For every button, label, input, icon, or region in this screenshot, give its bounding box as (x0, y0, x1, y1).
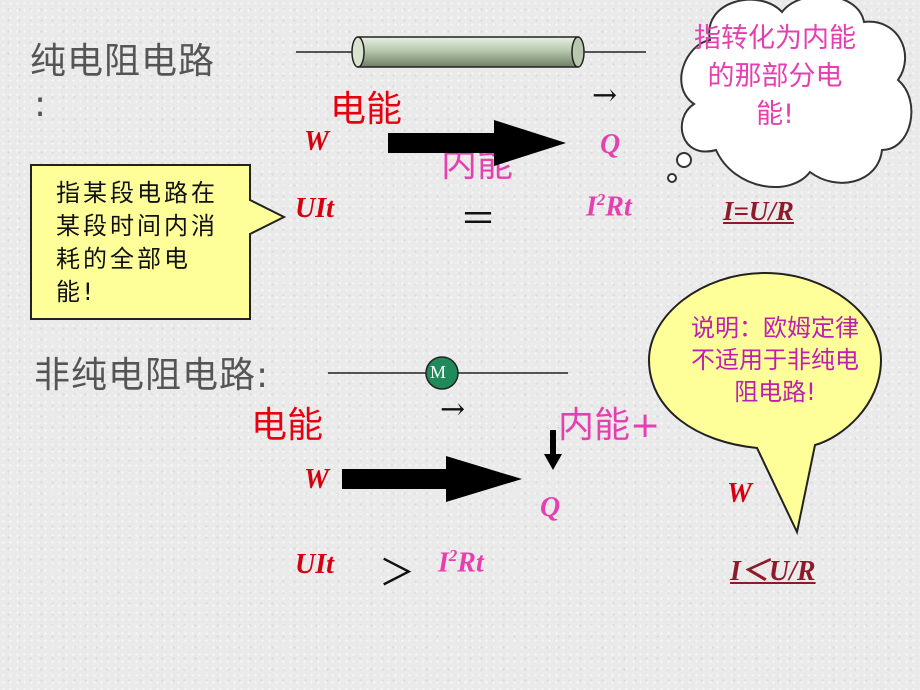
pure-circuit-heading: 纯电阻电路 (30, 41, 216, 82)
pure-W-symbol: W (304, 126, 329, 157)
down-arrow-icon (544, 430, 562, 470)
nonpure-W-symbol: W (304, 464, 329, 495)
nonpure-ohm-law: I＜U/R (730, 556, 816, 587)
rect-callout-text: 指某段电路在某段时间内消耗的全部电能! (56, 179, 218, 306)
motor-symbol (328, 356, 568, 390)
cloud-callout-text: 指转化为内能的那部分电能! (694, 23, 856, 130)
motor-label: M (430, 362, 447, 382)
pure-big-arrow-icon (388, 120, 566, 166)
nonpure-UIt-formula: UIt (295, 549, 334, 580)
pure-conversion-arrow: → (592, 78, 618, 113)
cloud-callout-shape (667, 0, 913, 188)
nonpure-electric-energy-label: 电能 (251, 405, 324, 446)
speech-bubble-shape (647, 271, 883, 535)
nonpure-circuit-heading: 非纯电阻电路: (34, 355, 270, 396)
nonpure-W-right-symbol: W (727, 478, 752, 509)
nonpure-greater-sign: ＞ (379, 553, 416, 594)
nonpure-I2Rt-formula: I2Rt (438, 546, 484, 579)
nonpure-big-arrow-icon (342, 456, 522, 502)
pure-circuit-heading-colon: : (34, 84, 48, 125)
speech-bubble-text: 说明：欧姆定律不适用于非纯电阻电路! (691, 314, 859, 406)
pure-Q-symbol: Q (600, 129, 621, 160)
nonpure-conversion-arrow: → (440, 392, 466, 427)
resistor-symbol (296, 36, 646, 68)
pure-UIt-formula: UIt (295, 193, 334, 224)
nonpure-Q-symbol: Q (540, 492, 561, 523)
pure-equals-sign: ＝ (460, 199, 497, 240)
pure-electric-energy-label: 电能 (330, 89, 403, 130)
pure-I2Rt-formula: I2Rt (586, 190, 632, 223)
rect-callout-shape (30, 164, 287, 320)
nonpure-internal-energy-label: 内能+ (558, 405, 661, 446)
pure-ohm-law: I=U/R (723, 196, 794, 226)
